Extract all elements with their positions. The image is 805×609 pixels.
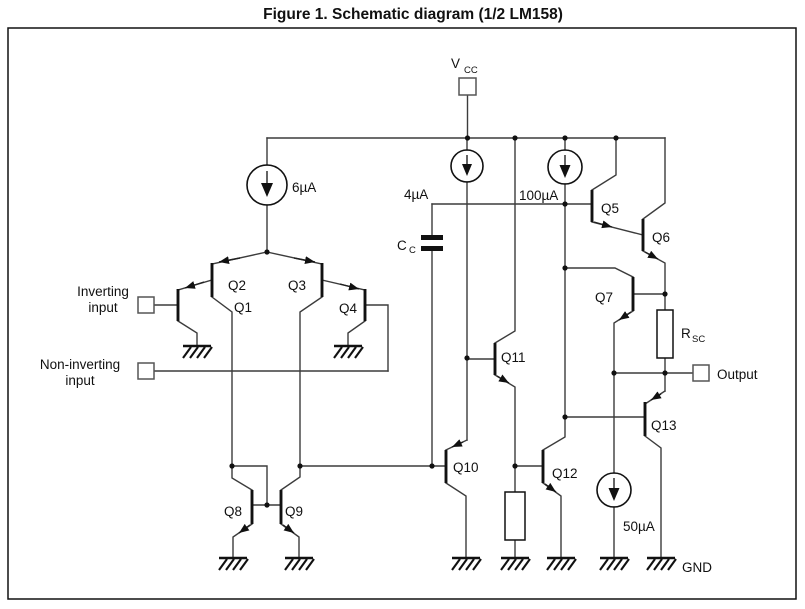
wires <box>153 94 694 559</box>
current-source-50ua: 50µA <box>596 472 655 534</box>
output-label: Output <box>717 367 758 382</box>
vcc-label: V <box>451 56 460 71</box>
transistor-q8-label: Q8 <box>224 504 242 519</box>
transistor-q9-label: Q9 <box>285 504 303 519</box>
transistor-q7-label: Q7 <box>595 290 613 305</box>
capacitor-label-sub: C <box>409 245 416 256</box>
current-source-100ua-label: 100µA <box>519 188 558 203</box>
compensation-capacitor: C C <box>397 235 443 256</box>
transistor-labels: Q1 Q2 Q3 Q4 Q5 Q6 Q7 Q8 Q9 Q10 Q11 Q12 Q… <box>224 201 677 519</box>
current-source-6ua-label: 6µA <box>292 180 316 195</box>
current-source-4ua-label: 4µA <box>404 187 428 202</box>
ground-icon <box>283 556 316 572</box>
emitter-resistor <box>504 491 526 541</box>
vcc-label-sub: CC <box>464 65 478 76</box>
transistor-q13-label: Q13 <box>651 418 677 433</box>
short-circuit-resistor: R SC <box>656 309 705 359</box>
emitter-arrows <box>184 220 662 534</box>
ground-icon <box>545 556 578 572</box>
current-source-100ua: 100µA <box>519 149 583 203</box>
transistor-q6-label: Q6 <box>652 230 670 245</box>
resistor-label: R <box>681 326 691 341</box>
transistor-q1-label: Q1 <box>234 300 252 315</box>
transistor-q10-label: Q10 <box>453 460 479 475</box>
junction-dots <box>229 135 668 508</box>
noninverting-input-label-line2: input <box>65 373 95 388</box>
ground-symbols: GND <box>181 344 712 575</box>
noninverting-input-terminal: Non-inverting input <box>40 357 155 388</box>
ground-icon <box>499 556 532 572</box>
transistor-bars <box>176 190 647 524</box>
current-source-4ua: 4µA <box>404 149 484 202</box>
transistor-q4-label: Q4 <box>339 301 358 316</box>
ground-icon <box>598 556 631 572</box>
current-source-50ua-label: 50µA <box>623 519 655 534</box>
inverting-input-terminal: Inverting input <box>77 284 155 315</box>
transistor-q3-label: Q3 <box>288 278 306 293</box>
ground-icon <box>450 556 483 572</box>
resistor-label-sub: SC <box>692 334 705 345</box>
gnd-label: GND <box>682 560 712 575</box>
output-terminal: Output <box>692 364 758 382</box>
noninverting-input-label-line1: Non-inverting <box>40 357 120 372</box>
inverting-input-label-line2: input <box>88 300 118 315</box>
ground-icon <box>645 556 678 572</box>
transistor-q12-label: Q12 <box>552 466 578 481</box>
current-source-6ua: 6µA <box>246 164 316 206</box>
ground-icon <box>181 344 214 360</box>
capacitor-label: C <box>397 238 407 253</box>
vcc-terminal: V CC <box>451 56 478 96</box>
ground-icon <box>332 344 365 360</box>
transistor-q2-label: Q2 <box>228 278 246 293</box>
ground-icon <box>217 556 250 572</box>
figure-title: Figure 1. Schematic diagram (1/2 LM158) <box>263 6 563 23</box>
transistor-q11-label: Q11 <box>501 350 526 365</box>
figure-border <box>7 27 797 600</box>
inverting-input-label-line1: Inverting <box>77 284 129 299</box>
transistor-q5-label: Q5 <box>601 201 619 216</box>
